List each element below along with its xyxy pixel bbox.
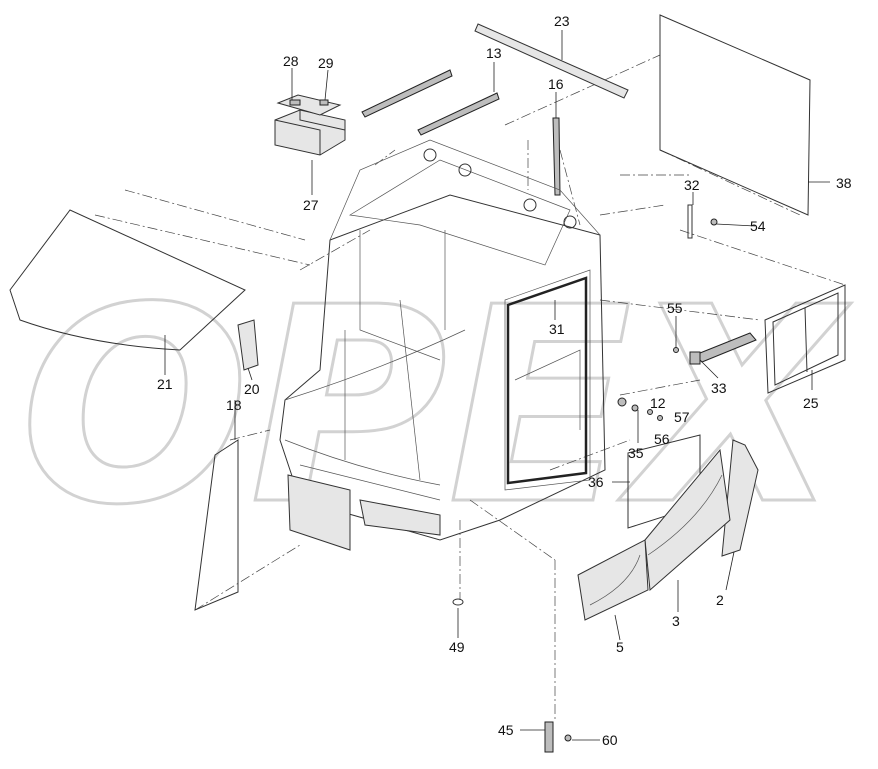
callout-56: 56 (654, 431, 670, 447)
part-cab-frame (279, 139, 606, 541)
callout-2: 2 (716, 592, 724, 608)
part-side-trim (721, 439, 759, 557)
callout-35: 35 (628, 445, 644, 461)
callout-33: 33 (711, 380, 727, 396)
part-handle (689, 332, 757, 365)
callout-3: 3 (672, 613, 680, 629)
callout-29: 29 (318, 55, 334, 71)
callout-38: 38 (836, 175, 852, 191)
part-lower-panel (577, 539, 649, 621)
callout-36: 36 (588, 474, 604, 490)
callout-21: 21 (157, 376, 173, 392)
callout-55: 55 (667, 300, 683, 316)
callout-54: 54 (750, 218, 766, 234)
part-bracket (687, 204, 693, 239)
callout-labels: 2 3 5 12 13 16 18 20 21 23 25 27 28 29 3… (157, 13, 852, 748)
part-windshield-glass (9, 209, 246, 351)
leader-lines (164, 30, 830, 741)
callout-18: 18 (226, 397, 242, 413)
part-wiper-blades (361, 69, 500, 136)
callout-57: 57 (674, 409, 690, 425)
callout-25: 25 (803, 395, 819, 411)
callout-60: 60 (602, 732, 618, 748)
fasteners (452, 218, 718, 742)
callout-31: 31 (549, 321, 565, 337)
part-wiper-cover (237, 319, 259, 371)
part-framed-panel (764, 284, 846, 394)
part-rear-glass (659, 14, 811, 216)
part-top-bar (474, 23, 629, 99)
part-side-glass (194, 439, 239, 611)
part-wiper-arm (552, 117, 561, 196)
part-curved-panel (644, 448, 731, 592)
callout-49: 49 (449, 639, 465, 655)
callout-5: 5 (616, 639, 624, 655)
part-front-panel (287, 474, 441, 551)
callout-16: 16 (548, 76, 564, 92)
part-console-box (274, 94, 346, 156)
callout-45: 45 (498, 722, 514, 738)
callout-20: 20 (244, 381, 260, 397)
callout-28: 28 (283, 53, 299, 69)
callout-32: 32 (684, 177, 700, 193)
callout-27: 27 (303, 197, 319, 213)
callout-12: 12 (650, 395, 666, 411)
callout-13: 13 (486, 45, 502, 61)
callout-23: 23 (554, 13, 570, 29)
part-clip (544, 721, 554, 753)
